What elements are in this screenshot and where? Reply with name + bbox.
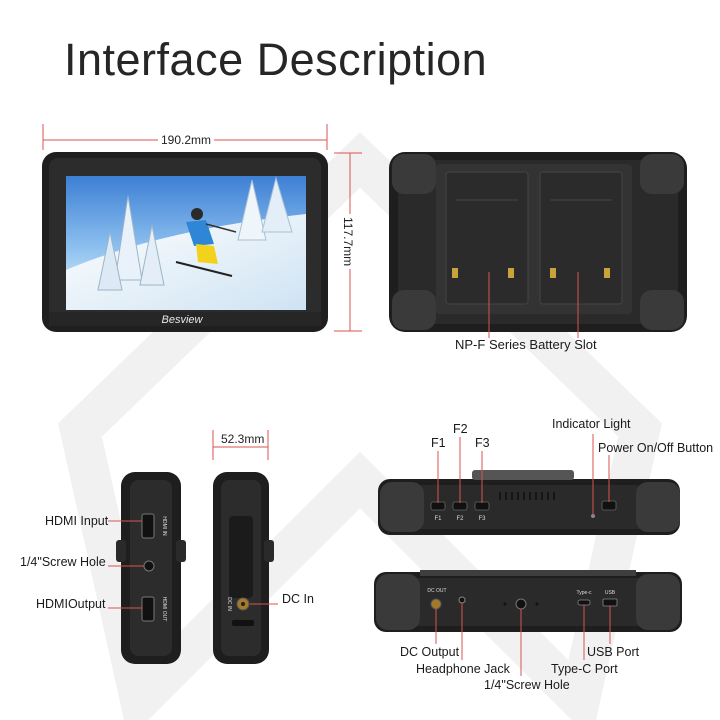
screw-hole-bottom-label: 1/4"Screw Hole	[484, 678, 570, 692]
type-c-print: Type-c	[576, 590, 592, 596]
hdmi-out-print: HDMI OUT	[161, 597, 167, 622]
headphone-jack-label: Headphone Jack	[416, 662, 510, 676]
indicator-light-label: Indicator Light	[552, 417, 631, 431]
f2-label: F2	[453, 422, 468, 436]
screw-hole-side-label: 1/4"Screw Hole	[20, 555, 106, 569]
dc-output-label: DC Output	[400, 645, 460, 659]
usb-print: USB	[605, 590, 616, 596]
depth-dimension-label: 52.3mm	[218, 432, 268, 446]
hdmi-in-print: HDMI IN	[161, 516, 167, 536]
height-dimension-label: 117.7mm	[341, 214, 355, 270]
brand-logo: Besview	[162, 314, 204, 326]
f2-print: F2	[456, 516, 464, 522]
type-c-port-label: Type-C Port	[551, 662, 618, 676]
f3-label: F3	[475, 436, 490, 450]
power-button-label: Power On/Off Button	[598, 441, 714, 455]
usb-port-label: USB Port	[587, 645, 640, 659]
dc-in-label: DC In	[282, 592, 314, 606]
f1-print: F1	[434, 516, 442, 522]
dc-in-print: DC IN	[226, 597, 232, 611]
hdmi-output-label: HDMIOutput	[36, 597, 106, 611]
hdmi-input-label: HDMI Input	[45, 514, 109, 528]
f1-label: F1	[431, 436, 446, 450]
width-dimension-label: 190.2mm	[158, 133, 215, 147]
battery-slot-label: NP-F Series Battery Slot	[455, 337, 597, 352]
dc-out-print: DC OUT	[427, 588, 446, 594]
page-title: Interface Description	[64, 34, 488, 85]
f3-print: F3	[478, 516, 486, 522]
